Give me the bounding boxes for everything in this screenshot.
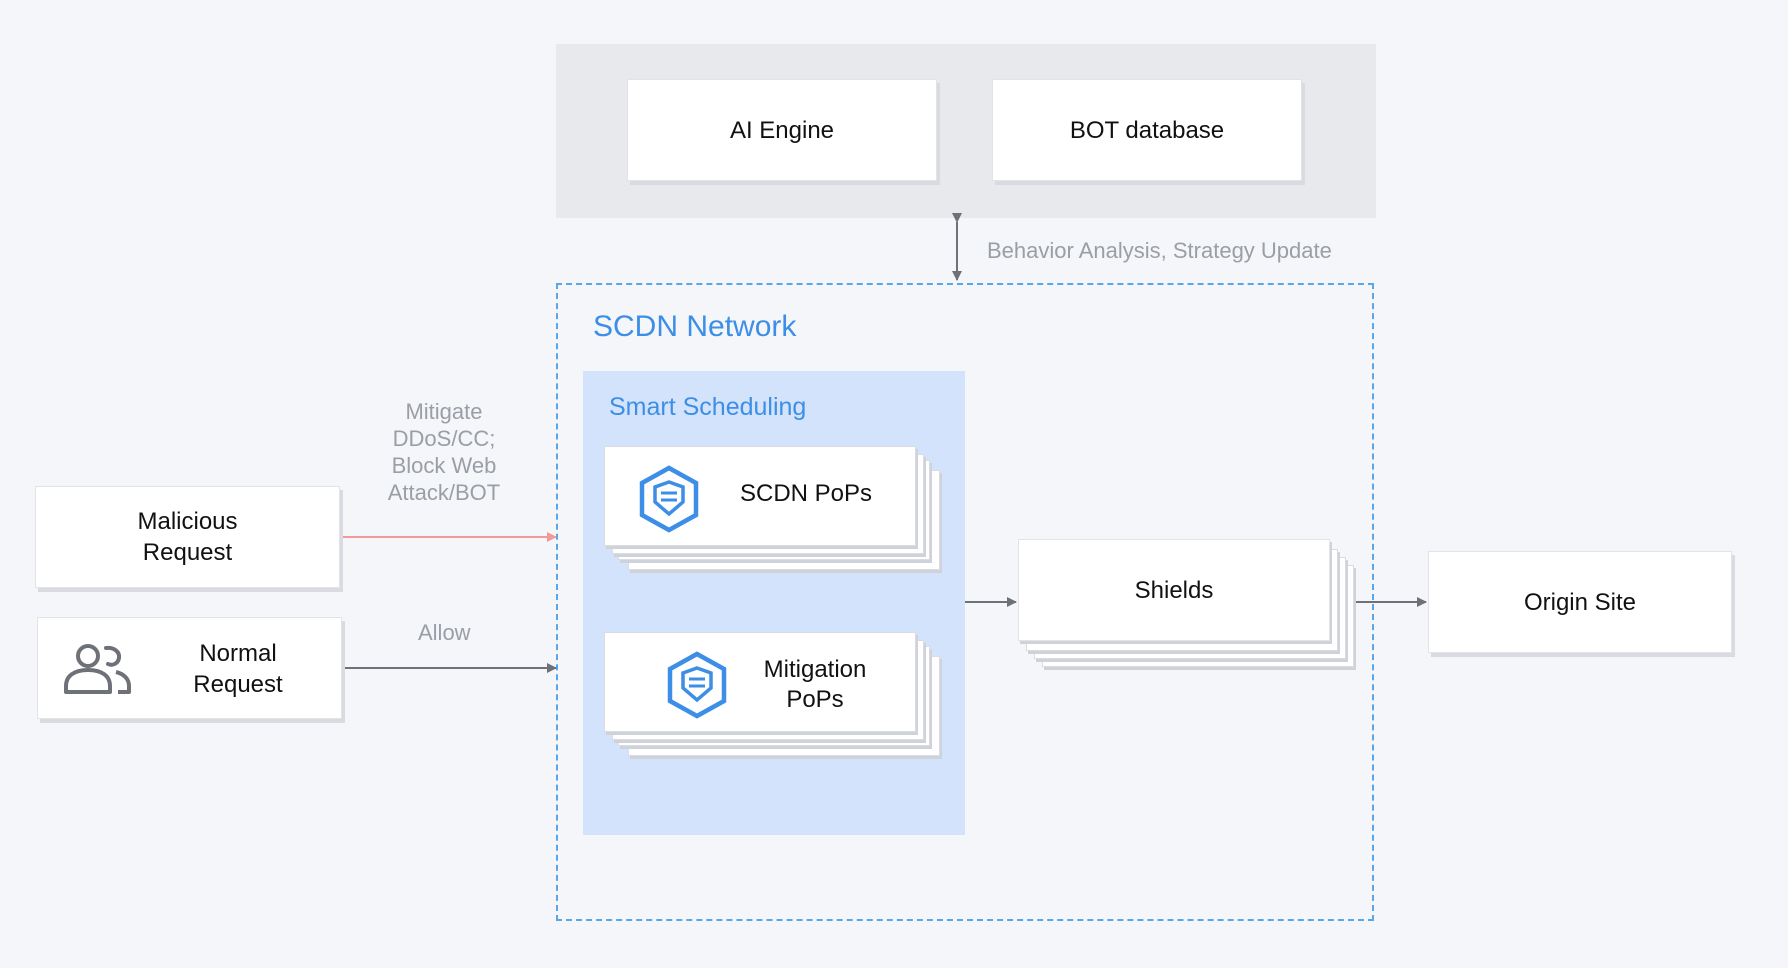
bot-database-box: BOT database	[992, 79, 1302, 181]
mitigation-pops-label: Mitigation PoPs	[763, 656, 867, 713]
mitigation-pops-card: Mitigation PoPs	[604, 632, 916, 732]
allow-label: Allow	[418, 620, 471, 645]
scdn-pops-label: SCDN PoPs	[740, 480, 873, 507]
users-icon	[62, 642, 134, 704]
ai-engine-label: AI Engine	[729, 116, 835, 144]
scdn-network-title: SCDN Network	[593, 310, 797, 343]
origin-site-box: Origin Site	[1428, 551, 1732, 653]
behavior-analysis-label: Behavior Analysis, Strategy Update	[987, 238, 1332, 263]
normal-request-box: Normal Request	[37, 617, 342, 719]
hexagon-shield-icon	[638, 465, 700, 533]
bot-database-label: BOT database	[1069, 116, 1225, 144]
shields-box: Shields	[1018, 539, 1330, 641]
malicious-request-label: Malicious Request	[137, 508, 238, 566]
normal-request-label: Normal Request	[193, 640, 283, 698]
ai-engine-box: AI Engine	[627, 79, 937, 181]
smart-scheduling-title: Smart Scheduling	[609, 393, 807, 421]
malicious-request-box: Malicious Request	[35, 486, 340, 588]
origin-site-label: Origin Site	[1523, 588, 1637, 616]
mitigate-label: Mitigate DDoS/CC; Block Web Attack/BOT	[387, 399, 501, 505]
shields-label: Shields	[1134, 576, 1214, 604]
hexagon-shield-icon	[666, 651, 728, 719]
scdn-pops-card: SCDN PoPs	[604, 446, 916, 546]
